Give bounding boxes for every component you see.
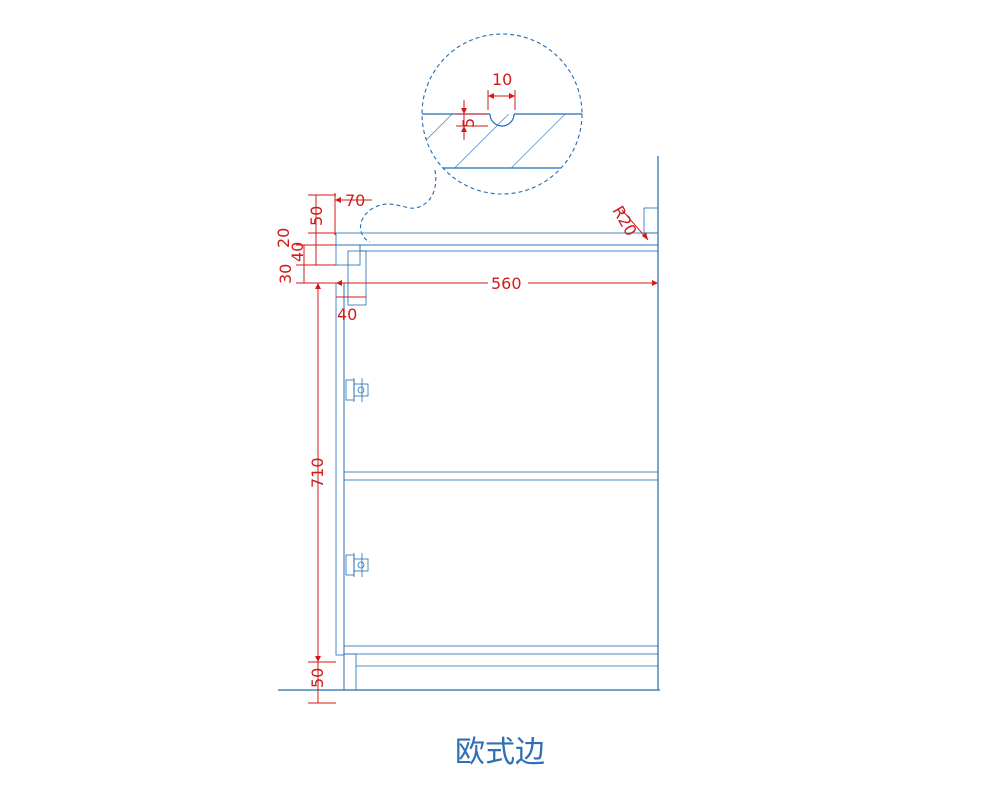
dim-height-710-label: 710 [308, 457, 327, 488]
detail-groove [489, 113, 515, 127]
dim-top-40-label: 40 [288, 242, 307, 262]
backsplash [643, 207, 659, 234]
dim-detail-depth: 5 [456, 100, 488, 140]
dim-width-560-label: 560 [491, 274, 522, 293]
worktop-substrate [359, 244, 659, 252]
dim-vertical-chain: 50 20 40 30 710 50 [274, 194, 336, 704]
door-panel [335, 282, 345, 656]
bottom-shelf [343, 645, 659, 655]
dim-top-30-label: 30 [276, 264, 295, 284]
dim-top-50-label: 50 [307, 206, 326, 226]
detail-callout [360, 33, 583, 243]
drawing-title: 欧式边 [455, 735, 545, 770]
hinge-lower-icon [345, 553, 369, 577]
dim-top-20-label: 20 [274, 228, 293, 248]
dim-side-40: 40 [336, 296, 366, 324]
dim-detail-depth-label: 5 [459, 118, 478, 128]
front-edge-rail [347, 250, 367, 306]
dim-side-40-label: 40 [337, 305, 357, 324]
detail-hatch [422, 114, 582, 168]
dim-edge-offset: 70 [334, 191, 372, 235]
middle-shelf [343, 471, 659, 481]
dim-base-50-label: 50 [308, 668, 327, 688]
dim-edge-offset-label: 70 [345, 191, 365, 210]
hinge-upper-icon [345, 378, 369, 402]
detail-leader [360, 169, 437, 243]
dim-radius: R20 [609, 203, 649, 241]
dim-detail-width: 10 [487, 70, 516, 110]
plinth [343, 653, 357, 691]
cabinet-body [278, 156, 660, 691]
dim-detail-width-label: 10 [492, 70, 512, 89]
dim-width-560: 560 [336, 274, 658, 293]
worktop [335, 232, 659, 246]
dim-radius-label: R20 [609, 203, 641, 240]
